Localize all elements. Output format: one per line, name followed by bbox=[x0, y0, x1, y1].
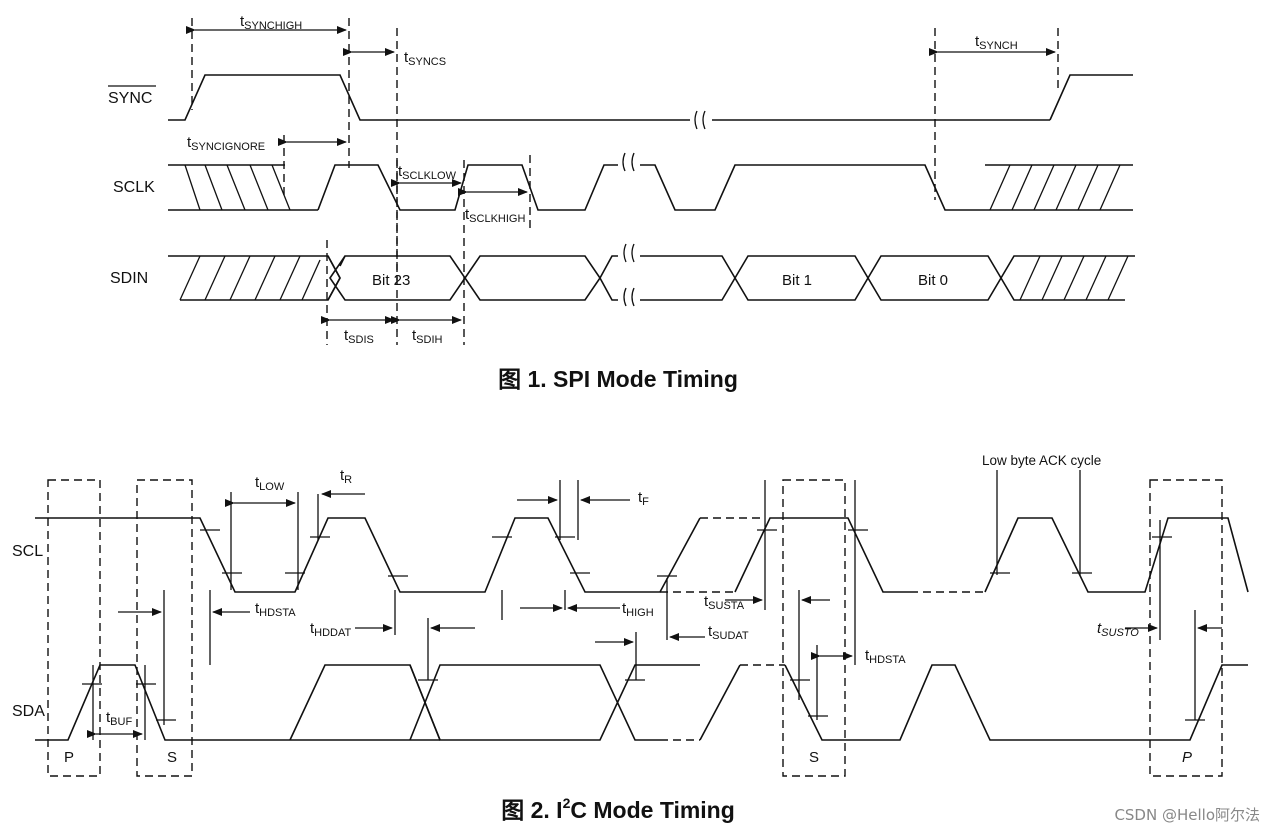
t-hddat-label: tHDDAT bbox=[310, 620, 352, 639]
t-syncs-label: tSYNCS bbox=[404, 49, 446, 68]
spi-timing-figure: SYNC SCLK SDIN bbox=[108, 13, 1135, 392]
i2c-tick-marks bbox=[82, 529, 1205, 721]
start-marker-2: S bbox=[809, 749, 819, 766]
t-f-label: tF bbox=[638, 489, 649, 508]
t-syncignore-label: tSYNCIGNORE bbox=[187, 134, 265, 153]
sda-rise bbox=[699, 664, 741, 741]
spi-timing-arrows bbox=[186, 26, 1056, 324]
i2c-timing-arrows bbox=[87, 490, 1222, 738]
start-marker-1: S bbox=[167, 749, 177, 766]
t-hdsta2-label: tHDSTA bbox=[865, 647, 906, 666]
sclk-break-mark bbox=[622, 152, 635, 172]
t-sclklow-label: tSCLKLOW bbox=[398, 163, 457, 182]
bit0-label: Bit 0 bbox=[918, 272, 948, 289]
t-synch-label: tSYNCH bbox=[975, 33, 1018, 52]
sclk-waveform-cont bbox=[640, 164, 1133, 211]
watermark-text: CSDN @Hello阿尔法 bbox=[1114, 806, 1260, 824]
bit23-label: Bit 23 bbox=[372, 272, 410, 289]
t-sdih-label: tSDIH bbox=[412, 327, 443, 346]
sync-waveform-rise bbox=[1049, 74, 1133, 121]
sync-signal-label: SYNC bbox=[108, 90, 152, 107]
spi-reference-lines bbox=[191, 18, 1059, 345]
t-low-label: tLOW bbox=[255, 474, 285, 493]
i2c-condition-boxes bbox=[47, 479, 1223, 777]
figure2-caption: 图 2. I2C Mode Timing bbox=[501, 795, 735, 823]
sdin-start-hatching bbox=[179, 255, 321, 301]
sclk-end-hatching bbox=[989, 164, 1121, 211]
t-r-label: tR bbox=[340, 467, 352, 486]
sda-waveform-start bbox=[35, 664, 290, 741]
sclk-ignore-hatching bbox=[184, 164, 291, 211]
t-susta-label: tSUSTA bbox=[704, 593, 745, 612]
t-high-label: tHIGH bbox=[622, 600, 654, 619]
bit1-label: Bit 1 bbox=[782, 272, 812, 289]
t-sclkhigh-label: tSCLKHIGH bbox=[465, 206, 525, 225]
sync-break-mark bbox=[694, 110, 706, 130]
sync-waveform bbox=[168, 74, 690, 121]
t-hdsta-label: tHDSTA bbox=[255, 600, 296, 619]
t-synchigh-label: tSYNCHIGH bbox=[240, 13, 302, 32]
sdin-end-hatching bbox=[1019, 255, 1129, 301]
i2c-timing-figure: SCL SDA Low byte ACK cycle P S S P bbox=[12, 453, 1249, 823]
sda-signal-label: SDA bbox=[12, 703, 45, 720]
t-sdis-label: tSDIS bbox=[344, 327, 374, 346]
t-susto-label: tSUSTO bbox=[1097, 620, 1139, 639]
t-buf-label: tBUF bbox=[106, 709, 132, 728]
scl-waveform bbox=[35, 517, 701, 593]
sclk-waveform bbox=[317, 164, 618, 211]
sclk-signal-label: SCLK bbox=[113, 179, 155, 196]
ack-cycle-note: Low byte ACK cycle bbox=[982, 453, 1101, 468]
scl-signal-label: SCL bbox=[12, 543, 43, 560]
sdin-waveform bbox=[168, 243, 1135, 307]
stop-marker-1: P bbox=[64, 749, 74, 766]
sdin-signal-label: SDIN bbox=[110, 270, 148, 287]
figure1-caption: 图 1. SPI Mode Timing bbox=[498, 366, 738, 392]
stop-marker-2: P bbox=[1182, 749, 1192, 766]
sda-bus-1 bbox=[289, 664, 700, 741]
sda-bus-2 bbox=[409, 664, 660, 741]
scl-waveform-repeat bbox=[734, 517, 910, 593]
i2c-reference-lines bbox=[92, 470, 1196, 740]
t-sudat-label: tSUDAT bbox=[708, 623, 749, 642]
sda-waveform-end bbox=[784, 664, 1248, 741]
scl-waveform-ack bbox=[984, 517, 1249, 593]
